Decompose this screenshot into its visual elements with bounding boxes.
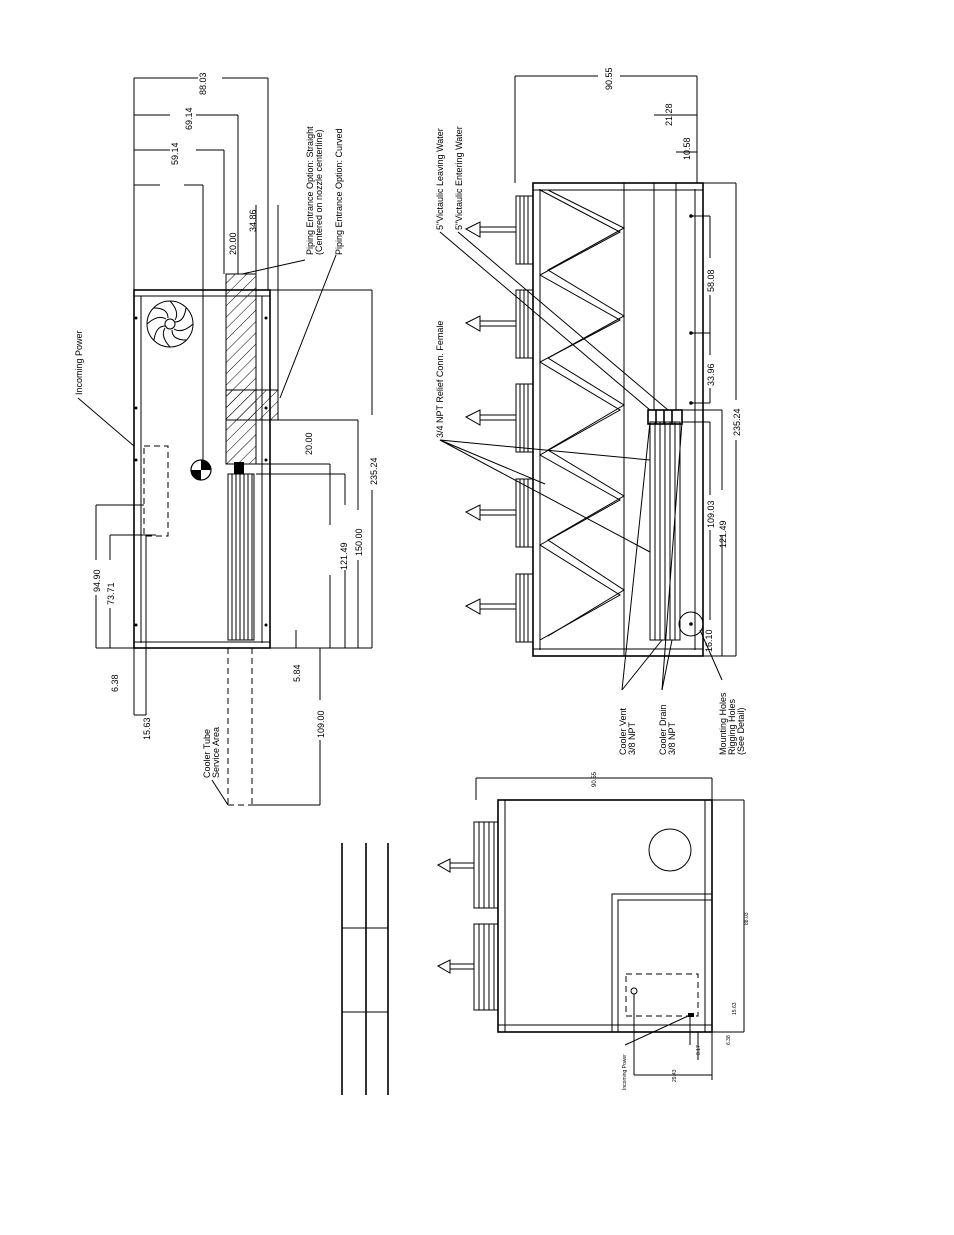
side-view-housing (532, 182, 704, 657)
label-piping-curved: Piping Entrance Option: Curved (334, 128, 344, 255)
label-cooler-drain: Cooler Drain (658, 704, 668, 755)
label-victaulic-leaving: 5"Victaulic Leaving Water (435, 128, 445, 230)
fan-icon (146, 300, 194, 348)
end-dim-90-55: 90.55 (592, 771, 598, 787)
side-cooler-barrel (647, 409, 683, 641)
side-dim-58-08: 58.08 (706, 269, 716, 292)
label-cooler-vent-size: 3/8 NPT (627, 721, 637, 755)
dim-88-03: 88.03 (198, 72, 208, 95)
side-dim-33-96: 33.96 (706, 363, 716, 386)
top-view: 59.14 69.14 88.03 20.00 34.86 20.00 121.… (74, 72, 379, 806)
dim-150-00: 150.00 (354, 528, 364, 556)
mounting-hole-icons (678, 214, 704, 637)
label-relief-conn: 3/4 NPT Relief Conn. Female (435, 321, 445, 438)
piping-curved-area (225, 389, 279, 421)
end-airflow-arrow-icons (436, 858, 474, 974)
label-piping-straight-note: (Centered on nozzle centerline) (314, 129, 324, 255)
label-see-detail: (See Detail) (736, 707, 746, 755)
dim-6-38: 6.38 (110, 674, 120, 692)
center-of-gravity-icon (190, 459, 212, 481)
label-service-area: Service Area (211, 727, 221, 778)
label-piping-straight: Piping Entrance Option: Straight (305, 126, 315, 255)
end-view-housing (497, 799, 713, 1033)
service-area-outline (227, 648, 253, 806)
dim-20-00-mid: 20.00 (304, 432, 314, 455)
label-victaulic-entering: 5"Victaulic Entering Water (454, 126, 464, 230)
end-view-fan-opening (648, 828, 692, 872)
end-dim-8-17: 8.17 (696, 1045, 702, 1055)
end-fan-assemblies (473, 821, 499, 1011)
end-dim-6-38: 6.38 (726, 1035, 732, 1045)
airflow-arrow-icons (464, 221, 516, 615)
side-view: 90.55 21.28 10.58 58.08 33.96 235.24 109… (435, 67, 746, 755)
label-cooler-tube: Cooler Tube (202, 729, 212, 778)
side-dim-16-10: 16.10 (704, 629, 714, 652)
dim-20-00-top: 20.00 (228, 232, 238, 255)
label-incoming-power: Incoming Power (74, 330, 84, 395)
label-rigging-holes: Rigging Holes (727, 698, 737, 755)
dim-5-84: 5.84 (292, 664, 302, 682)
dim-109-00: 109.00 (316, 710, 326, 738)
dim-235-24: 235.24 (369, 457, 379, 485)
end-control-box-outline (625, 973, 699, 1017)
label-mounting-holes: Mounting Holes (718, 692, 728, 755)
side-dim-10-58: 10.58 (682, 137, 692, 160)
side-dim-21-28: 21.28 (664, 103, 674, 126)
side-dim-235-24: 235.24 (732, 408, 742, 436)
dim-121-49: 121.49 (339, 542, 349, 570)
title-block-frame (341, 843, 389, 1095)
dim-15-63: 15.63 (142, 717, 152, 740)
control-box-outline (143, 445, 169, 537)
side-dim-109-03: 109.03 (706, 500, 716, 528)
end-label-incoming-power: Incoming Power (622, 1054, 628, 1090)
dim-69-14: 69.14 (184, 107, 194, 130)
condenser-coil (538, 189, 622, 641)
end-dim-29-43: 29.43 (672, 1069, 678, 1082)
fan-assemblies (515, 195, 534, 643)
dim-59-14: 59.14 (170, 142, 180, 165)
dim-73-71: 73.71 (106, 582, 116, 605)
label-cooler-vent: Cooler Vent (618, 707, 628, 755)
end-dim-88-03: 88.03 (744, 912, 750, 925)
side-dim-121-49: 121.49 (718, 520, 728, 548)
cooler-barrel (227, 462, 255, 641)
side-dim-90-55: 90.55 (604, 67, 614, 90)
dim-34-86: 34.86 (248, 209, 258, 232)
dim-94-90: 94.90 (92, 569, 102, 592)
label-cooler-drain-size: 3/8 NPT (667, 721, 677, 755)
end-view: 90.55 88.03 15.63 6.38 8.17 29.43 Incomi… (436, 771, 750, 1090)
end-dim-15-63: 15.63 (732, 1002, 738, 1015)
piping-straight-area (225, 273, 257, 465)
